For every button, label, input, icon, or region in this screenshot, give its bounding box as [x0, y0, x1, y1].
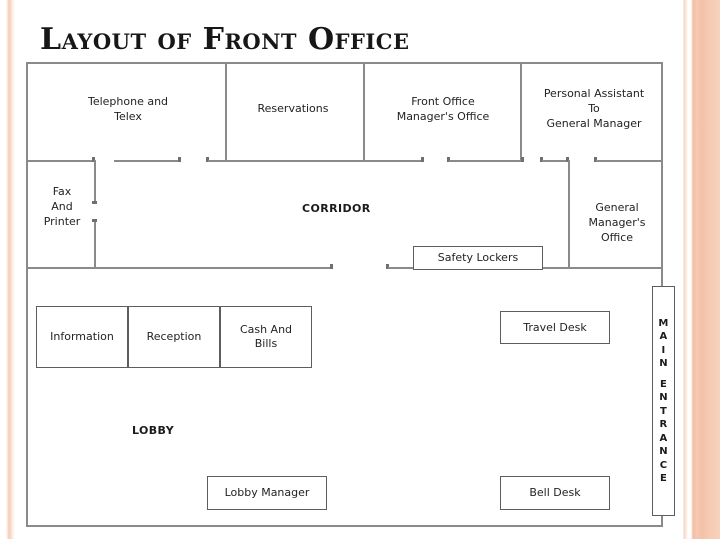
desk-bell-desk: Bell Desk [500, 476, 610, 510]
desk-information: Information [36, 306, 128, 368]
door-jamb-8 [566, 157, 569, 162]
main-entrance-letter: N [659, 446, 668, 457]
wall-divider-fom-pa [520, 64, 522, 161]
zone-label-corridor: CORRIDOR [302, 202, 371, 215]
desk-reception: Reception [128, 306, 220, 368]
floor-plan-frame: Telephone and Telex Reservations Front O… [26, 62, 675, 527]
wall-top-row-segment-6 [542, 160, 568, 162]
door-jamb-5 [447, 157, 450, 162]
wall-top-row-segment-3 [208, 160, 363, 162]
main-entrance-letter: T [659, 405, 668, 417]
page-title: Layout of Front Office [40, 22, 410, 57]
wall-top-row-segment-1 [28, 160, 94, 162]
room-label-reservations: Reservations [257, 102, 329, 115]
left-decorative-stripe [0, 0, 24, 539]
wall-top-row-segment-7 [596, 160, 661, 162]
desk-lobby-manager: Lobby Manager [207, 476, 327, 510]
door-jamb-4 [421, 157, 424, 162]
main-entrance-letter: A [659, 331, 668, 342]
door-jamb-1 [92, 157, 95, 162]
door-jamb-6 [521, 157, 524, 162]
zone-label-lobby: LOBBY [132, 424, 175, 437]
main-entrance-letter: E [659, 473, 668, 484]
main-entrance-letter: C [659, 459, 668, 471]
wall-general-manager-office-left [568, 160, 570, 268]
room-label-personal-assistant-to-general-manager: Personal Assistant To General Manager [543, 87, 645, 130]
door-jamb-9 [594, 157, 597, 162]
main-entrance-letter: R [659, 419, 668, 430]
desk-safety-lockers: Safety Lockers [413, 246, 543, 270]
door-jamb-7 [540, 157, 543, 162]
right-decorative-stripe [680, 0, 720, 539]
desk-cash-and-bills: Cash And Bills [220, 306, 312, 368]
main-entrance-letter: E [659, 378, 668, 390]
main-entrance-letter: M [658, 317, 669, 329]
door-jamb-corridor-1 [330, 264, 333, 269]
door-jamb-3 [206, 157, 209, 162]
wall-top-row-segment-5 [449, 160, 522, 162]
room-label-general-managers-office: General Manager's Office [588, 201, 646, 244]
main-entrance-letter: I [661, 344, 666, 356]
wall-top-row-segment-2 [114, 160, 181, 162]
door-jamb-fax-2 [92, 219, 97, 222]
door-jamb-fax-1 [92, 201, 97, 204]
wall-corridor-lower-left [28, 267, 332, 269]
wall-fax-room-segment-2 [94, 222, 96, 268]
wall-divider-reservations-fom [363, 64, 365, 161]
wall-top-row-segment-4 [363, 160, 423, 162]
wall-divider-telex-reservations [225, 64, 227, 161]
main-entrance-letter: A [659, 432, 668, 444]
door-jamb-corridor-2 [386, 264, 389, 269]
main-entrance-letter: N [659, 392, 668, 403]
room-label-fax-and-printer: Fax And Printer [43, 185, 81, 228]
wall-fax-room-segment-1 [94, 160, 96, 202]
door-jamb-2 [178, 157, 181, 162]
main-entrance-letter: N [659, 358, 668, 369]
desk-travel-desk: Travel Desk [500, 311, 610, 344]
room-label-front-office-managers-office: Front Office Manager's Office [396, 95, 490, 123]
room-label-telephone-and-telex: Telephone and Telex [87, 95, 169, 123]
